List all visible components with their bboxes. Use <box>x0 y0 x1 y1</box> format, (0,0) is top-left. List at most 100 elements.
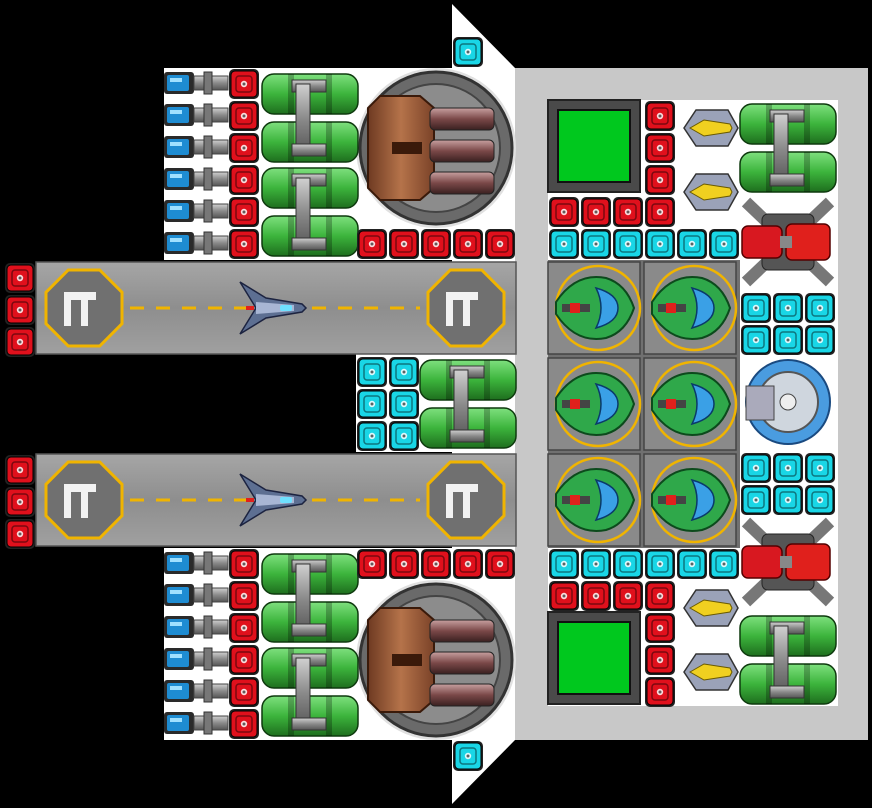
red-armor-block-icon[interactable] <box>5 487 35 517</box>
cyan-armor-block-icon[interactable] <box>645 229 675 259</box>
red-armor-block-icon[interactable] <box>581 581 611 611</box>
cyan-armor-block-icon[interactable] <box>389 421 419 451</box>
red-armor-block-icon[interactable] <box>229 709 259 739</box>
cyan-armor-block-icon[interactable] <box>805 485 835 515</box>
cyan-armor-block-icon[interactable] <box>645 549 675 579</box>
red-cannon-icon[interactable] <box>741 517 835 607</box>
battery-cell-icon[interactable] <box>164 71 229 95</box>
green-turret-icon[interactable] <box>547 357 642 451</box>
red-armor-block-icon[interactable] <box>645 101 675 131</box>
red-armor-block-icon[interactable] <box>645 613 675 643</box>
red-armor-block-icon[interactable] <box>453 229 483 259</box>
cyan-armor-block-icon[interactable] <box>677 549 707 579</box>
helipad-icon[interactable] <box>426 460 506 540</box>
battery-cell-icon[interactable] <box>164 551 229 575</box>
cyan-armor-block-icon[interactable] <box>453 37 483 67</box>
red-armor-block-icon[interactable] <box>229 549 259 579</box>
red-armor-block-icon[interactable] <box>549 581 579 611</box>
cyan-armor-block-icon[interactable] <box>549 229 579 259</box>
red-armor-block-icon[interactable] <box>645 677 675 707</box>
red-armor-block-icon[interactable] <box>485 229 515 259</box>
red-armor-block-icon[interactable] <box>421 549 451 579</box>
cyan-armor-block-icon[interactable] <box>549 549 579 579</box>
red-armor-block-icon[interactable] <box>549 197 579 227</box>
red-armor-block-icon[interactable] <box>581 197 611 227</box>
red-armor-block-icon[interactable] <box>229 677 259 707</box>
fuel-tank-icon[interactable] <box>261 647 359 737</box>
thruster-icon[interactable] <box>683 653 739 691</box>
red-armor-block-icon[interactable] <box>485 549 515 579</box>
thruster-icon[interactable] <box>683 173 739 211</box>
battery-cell-icon[interactable] <box>164 167 229 191</box>
green-turret-icon[interactable] <box>643 453 738 547</box>
cyan-armor-block-icon[interactable] <box>741 325 771 355</box>
red-armor-block-icon[interactable] <box>229 645 259 675</box>
cyan-armor-block-icon[interactable] <box>805 453 835 483</box>
battery-cell-icon[interactable] <box>164 103 229 127</box>
red-armor-block-icon[interactable] <box>453 549 483 579</box>
red-armor-block-icon[interactable] <box>645 133 675 163</box>
cyan-armor-block-icon[interactable] <box>357 357 387 387</box>
fuel-tank-icon[interactable] <box>419 359 517 449</box>
helipad-icon[interactable] <box>44 268 124 348</box>
cyan-armor-block-icon[interactable] <box>805 293 835 323</box>
cyan-armor-block-icon[interactable] <box>581 549 611 579</box>
cyan-armor-block-icon[interactable] <box>389 389 419 419</box>
fighter-ship-icon[interactable] <box>239 473 308 527</box>
cyan-armor-block-icon[interactable] <box>709 229 739 259</box>
thruster-icon[interactable] <box>683 109 739 147</box>
cyan-armor-block-icon[interactable] <box>357 421 387 451</box>
red-armor-block-icon[interactable] <box>645 581 675 611</box>
cyan-armor-block-icon[interactable] <box>709 549 739 579</box>
fuel-tank-icon[interactable] <box>261 167 359 257</box>
green-screen-icon[interactable] <box>547 611 641 705</box>
red-armor-block-icon[interactable] <box>229 197 259 227</box>
green-turret-icon[interactable] <box>643 261 738 355</box>
green-turret-icon[interactable] <box>547 453 642 547</box>
red-armor-block-icon[interactable] <box>5 455 35 485</box>
battery-cell-icon[interactable] <box>164 135 229 159</box>
red-armor-block-icon[interactable] <box>229 229 259 259</box>
cyan-armor-block-icon[interactable] <box>453 741 483 771</box>
red-armor-block-icon[interactable] <box>5 519 35 549</box>
cyan-armor-block-icon[interactable] <box>773 325 803 355</box>
cyan-armor-block-icon[interactable] <box>741 485 771 515</box>
cannon-turret-icon[interactable] <box>356 68 516 228</box>
cyan-armor-block-icon[interactable] <box>741 453 771 483</box>
green-screen-icon[interactable] <box>547 99 641 193</box>
shield-generator-icon[interactable] <box>740 356 832 448</box>
helipad-icon[interactable] <box>44 460 124 540</box>
battery-cell-icon[interactable] <box>164 647 229 671</box>
cyan-armor-block-icon[interactable] <box>773 293 803 323</box>
red-armor-block-icon[interactable] <box>5 263 35 293</box>
red-armor-block-icon[interactable] <box>645 645 675 675</box>
cyan-armor-block-icon[interactable] <box>581 229 611 259</box>
red-armor-block-icon[interactable] <box>421 229 451 259</box>
helipad-icon[interactable] <box>426 268 506 348</box>
cyan-armor-block-icon[interactable] <box>389 357 419 387</box>
red-armor-block-icon[interactable] <box>357 229 387 259</box>
red-armor-block-icon[interactable] <box>229 581 259 611</box>
red-armor-block-icon[interactable] <box>389 549 419 579</box>
thruster-icon[interactable] <box>683 589 739 627</box>
red-armor-block-icon[interactable] <box>5 327 35 357</box>
cyan-armor-block-icon[interactable] <box>741 293 771 323</box>
fuel-tank-icon[interactable] <box>261 73 359 163</box>
red-armor-block-icon[interactable] <box>229 133 259 163</box>
red-armor-block-icon[interactable] <box>5 295 35 325</box>
fuel-tank-icon[interactable] <box>261 553 359 643</box>
battery-cell-icon[interactable] <box>164 679 229 703</box>
green-turret-icon[interactable] <box>547 261 642 355</box>
red-armor-block-icon[interactable] <box>645 197 675 227</box>
cyan-armor-block-icon[interactable] <box>357 389 387 419</box>
red-armor-block-icon[interactable] <box>613 581 643 611</box>
battery-cell-icon[interactable] <box>164 583 229 607</box>
red-cannon-icon[interactable] <box>741 197 835 287</box>
cyan-armor-block-icon[interactable] <box>805 325 835 355</box>
battery-cell-icon[interactable] <box>164 199 229 223</box>
fuel-tank-icon[interactable] <box>739 615 837 705</box>
red-armor-block-icon[interactable] <box>645 165 675 195</box>
cyan-armor-block-icon[interactable] <box>773 453 803 483</box>
red-armor-block-icon[interactable] <box>357 549 387 579</box>
cyan-armor-block-icon[interactable] <box>613 229 643 259</box>
